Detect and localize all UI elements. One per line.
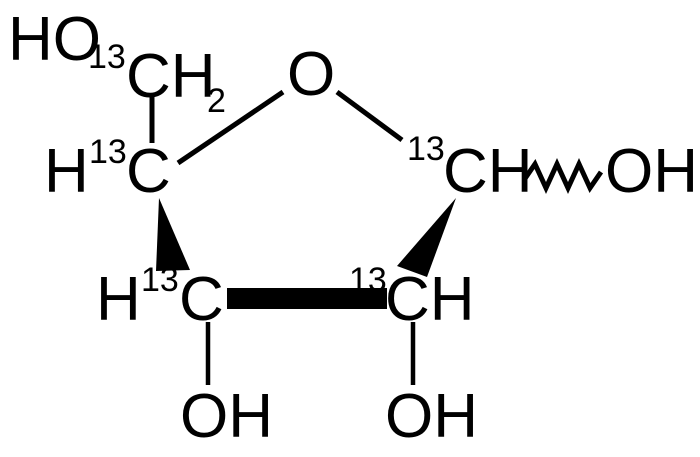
label-carbon-c4: C: [126, 137, 171, 206]
bond-c1-c2-wedge: [397, 198, 456, 277]
bond-c4-c3-wedge: [156, 198, 190, 271]
label-isotope-13-c5: 13: [88, 38, 126, 76]
label-hydroxyl-c2: OH: [385, 382, 478, 451]
label-isotope-13-c1: 13: [407, 130, 445, 168]
label-isotope-13-c4: 13: [89, 133, 127, 171]
bond-o-c1: [335, 89, 404, 143]
label-carbon-c1: CH: [443, 137, 533, 206]
label-hydrogen-c3: H: [96, 265, 141, 334]
label-isotope-13-c3: 13: [141, 261, 179, 299]
bond-c1-oh-wavy: [521, 157, 604, 195]
label-ring-oxygen: O: [287, 40, 335, 109]
label-carbon-c5: CH: [126, 42, 216, 111]
label-hydrogen-count-c5: 2: [207, 82, 226, 120]
bond-layer: [149, 89, 604, 385]
label-hydroxyl-c1: OH: [605, 137, 698, 206]
label-hydroxyl-c3: OH: [180, 382, 273, 451]
label-carbon-c2: CH: [385, 265, 475, 334]
label-hydrogen-c4: H: [44, 137, 89, 206]
bond-c3-c2-bold: [227, 288, 387, 309]
label-carbon-c3: C: [179, 265, 224, 334]
bond-c4-o: [176, 89, 285, 166]
label-isotope-13-c2: 13: [349, 261, 387, 299]
label-hydroxyl-ho: HO: [8, 5, 101, 74]
atom-label-layer: HO 13 CH 2 H 13 C O 13 CH OH H 13 C OH 1…: [8, 5, 698, 451]
